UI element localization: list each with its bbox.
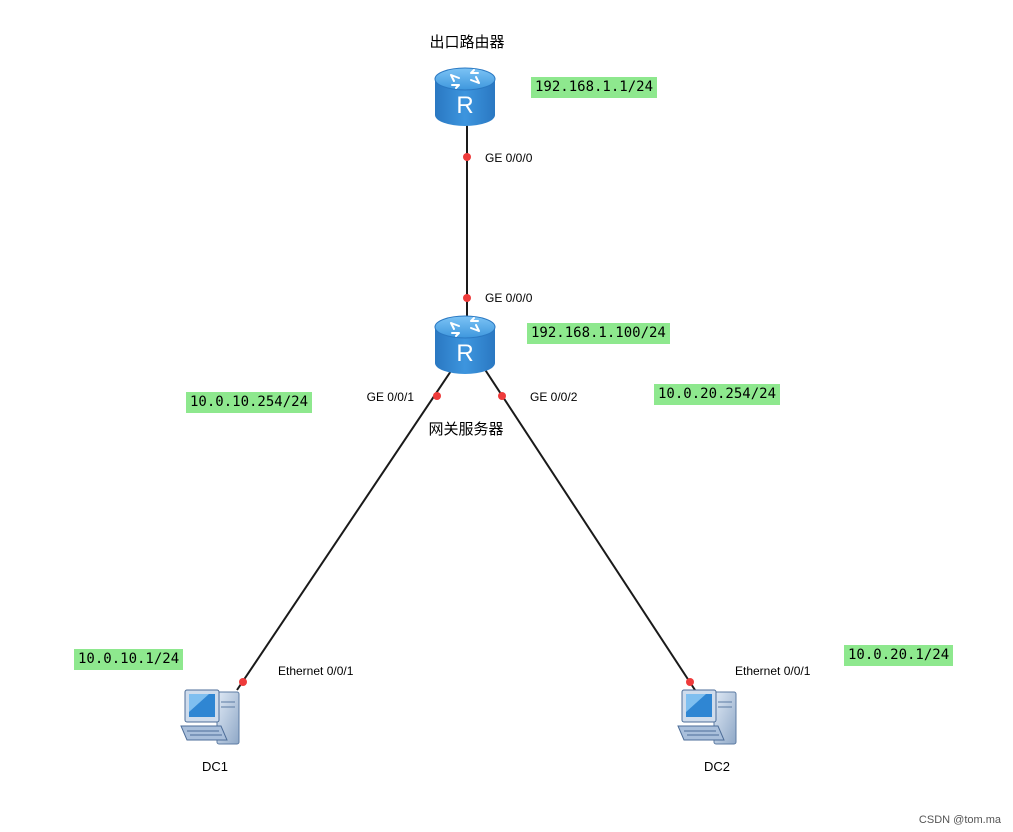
port-dot-egress-ge000 [463, 153, 471, 161]
watermark: CSDN @tom.ma [918, 814, 1001, 826]
gateway-router-icon[interactable] [434, 315, 496, 375]
ip-gateway-uplink: 192.168.1.100/24 [527, 323, 670, 344]
port-label-egress-ge000: GE 0/0/0 [485, 151, 533, 165]
ip-dc1: 10.0.10.1/24 [74, 649, 184, 670]
ip-dc2: 10.0.20.1/24 [844, 645, 954, 666]
link-gateway-dc1 [236, 364, 456, 691]
port-label-gateway-ge000: GE 0/0/0 [485, 291, 533, 305]
port-dot-dc2-eth [686, 678, 694, 686]
port-label-gateway-ge002: GE 0/0/2 [530, 390, 578, 404]
egress-router-icon[interactable] [434, 67, 496, 127]
ip-gateway-vlan10: 10.0.10.254/24 [186, 392, 313, 413]
ip-gateway-vlan20: 10.0.20.254/24 [654, 384, 781, 405]
port-dot-gateway-ge001 [433, 392, 441, 400]
egress-router-title: 出口路由器 [429, 33, 504, 51]
dc2-title: DC2 [704, 759, 730, 774]
port-dot-gateway-ge000 [463, 294, 471, 302]
gateway-title: 网关服务器 [428, 420, 503, 438]
link-gateway-dc2 [481, 364, 696, 691]
port-dot-dc1-eth [239, 678, 247, 686]
dc1-title: DC1 [202, 759, 228, 774]
port-dot-gateway-ge002 [498, 392, 506, 400]
port-label-dc2-eth: Ethernet 0/0/1 [735, 664, 811, 678]
dc1-pc-icon[interactable] [180, 689, 240, 745]
port-label-gateway-ge001: GE 0/0/1 [367, 390, 415, 404]
ip-egress: 192.168.1.1/24 [531, 77, 658, 98]
dc2-pc-icon[interactable] [677, 689, 737, 745]
port-label-dc1-eth: Ethernet 0/0/1 [278, 664, 354, 678]
